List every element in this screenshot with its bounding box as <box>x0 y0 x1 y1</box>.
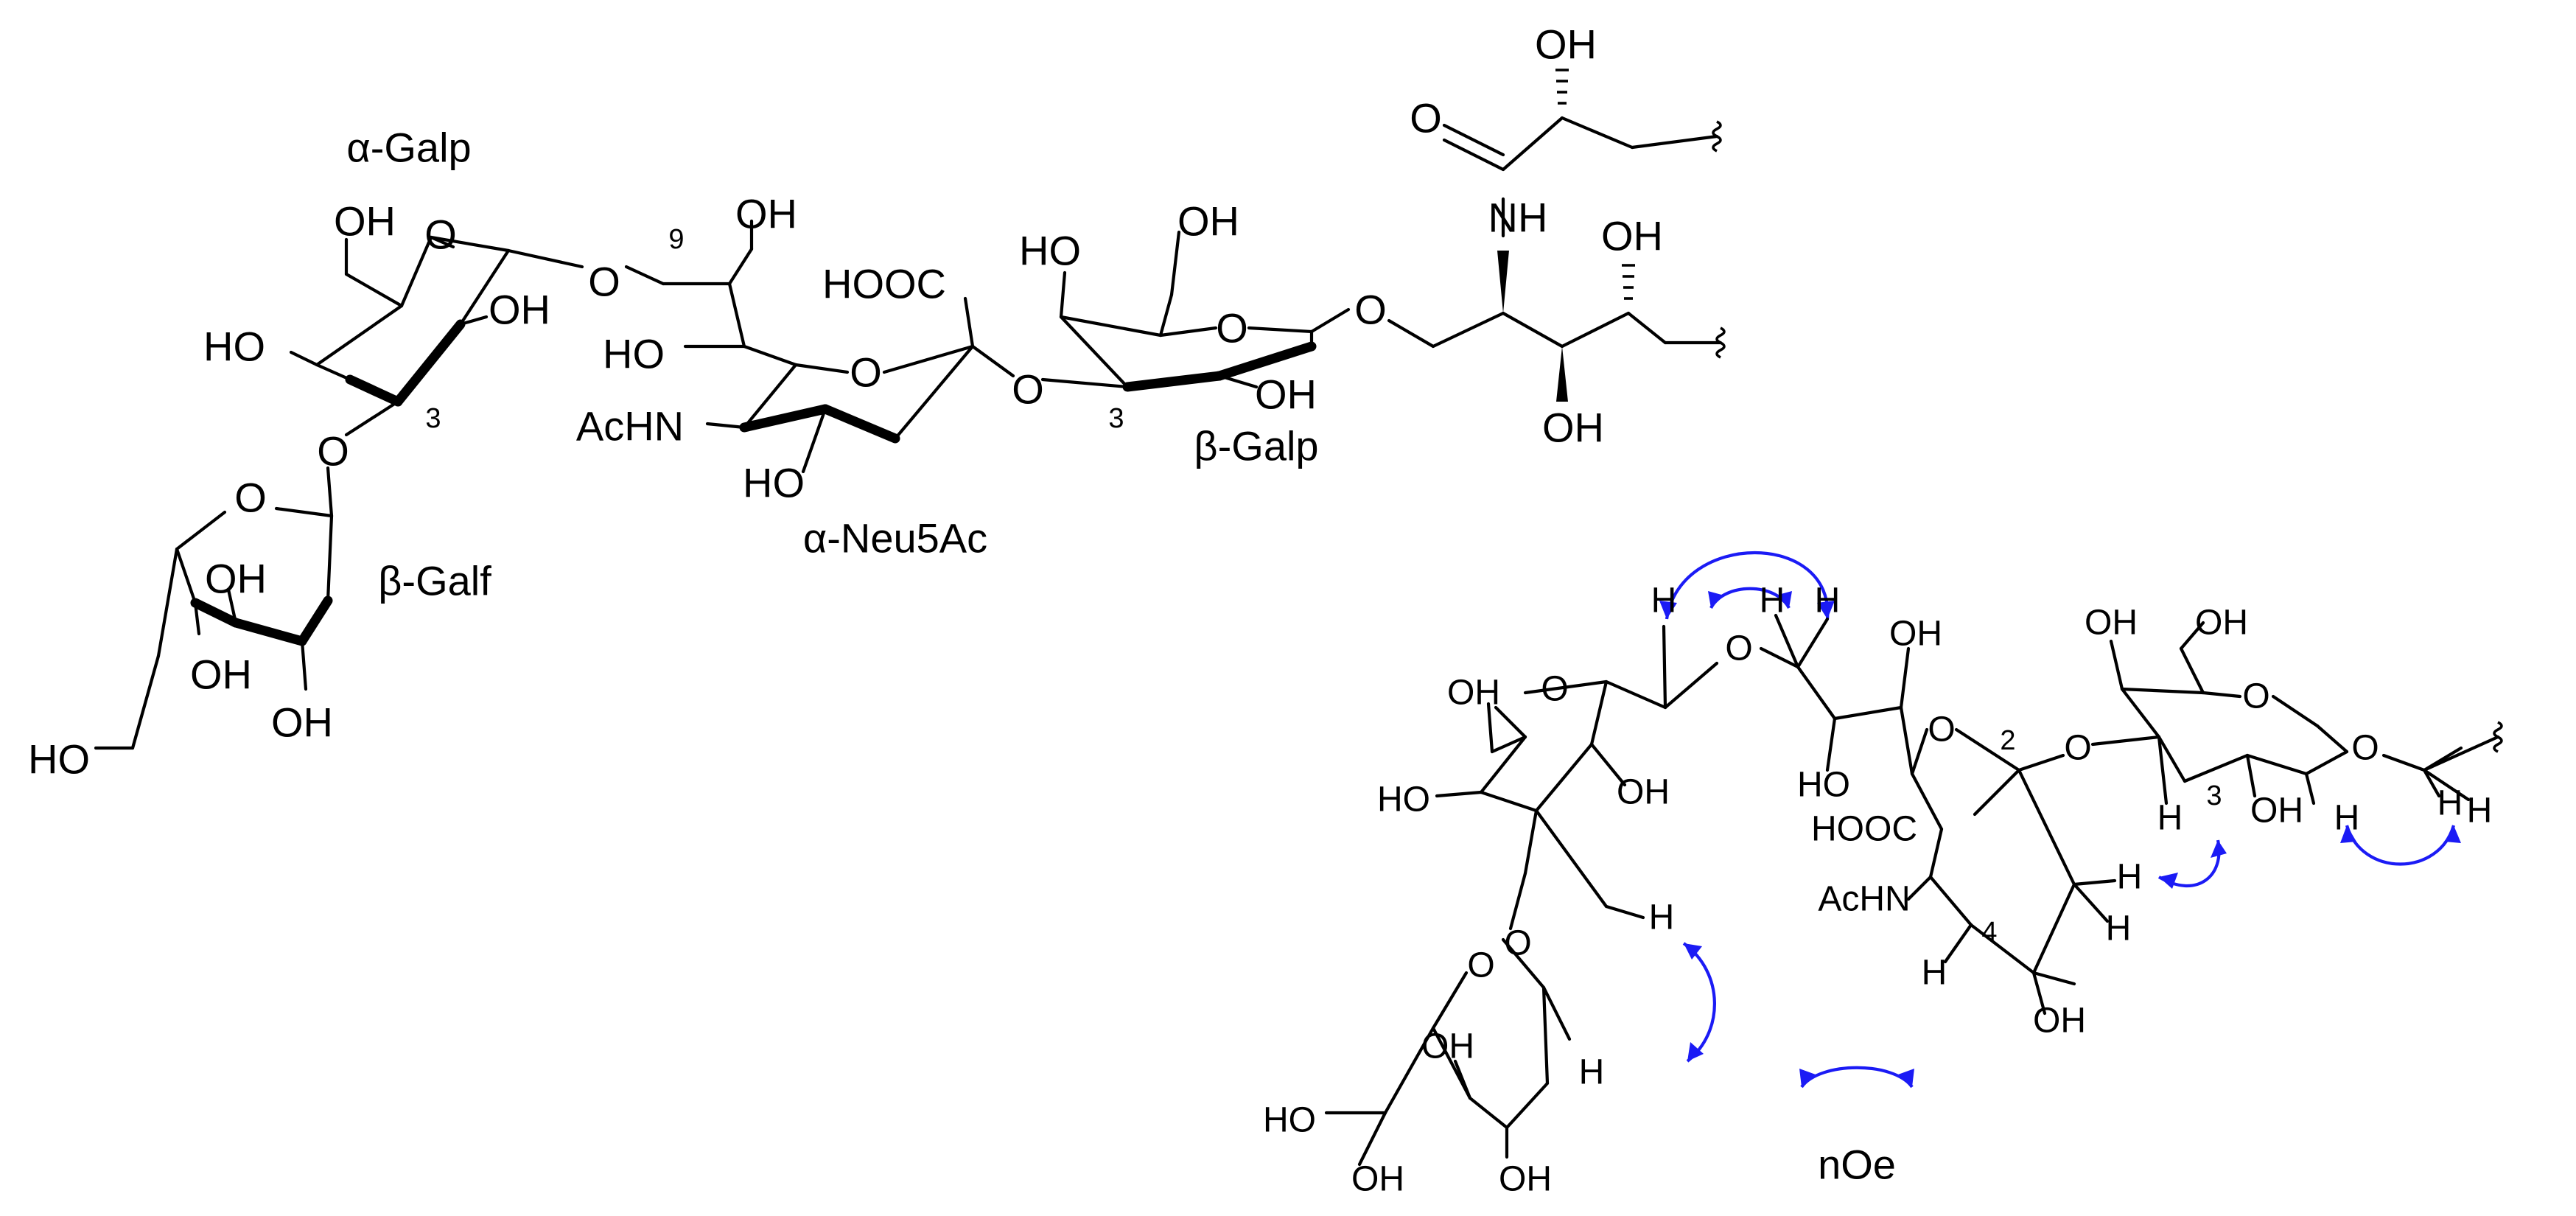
ho-label: HO <box>28 736 90 783</box>
top-structure: α-Galp β-Galf α-Neu5Ac β-Galp OH O OH HO… <box>28 21 1726 783</box>
h-label: H <box>2467 792 2493 831</box>
noe-arrow-a-f <box>1682 942 1716 1063</box>
beta-galf-label: β-Galf <box>378 558 491 604</box>
oh-label: OH <box>1421 1027 1474 1066</box>
position-3-label: 3 <box>425 403 441 434</box>
cooh-label: HOOC <box>1811 810 1917 849</box>
alpha-galp-label: α-Galp <box>346 125 471 171</box>
bottom-neu-side-chain <box>1759 613 1914 776</box>
h-label: H <box>1651 581 1677 621</box>
ho-label: HO <box>203 324 265 370</box>
ring-oxygen-label: O <box>234 475 267 521</box>
alpha-neu5ac-ring: 9 <box>624 219 1015 474</box>
h-label: H <box>2437 784 2463 823</box>
bottom-beta-galf-ring <box>1324 937 1572 1167</box>
oh-label: OH <box>1535 21 1597 68</box>
achn-label: AcHN <box>1818 880 1910 919</box>
oh-label: OH <box>205 556 267 602</box>
h-label: H <box>1579 1053 1605 1092</box>
glycosidic-oxygen-label: O <box>317 428 349 475</box>
oh-label: OH <box>2033 1002 2086 1041</box>
ring-oxygen-label: O <box>1216 305 1248 352</box>
bottom-structure: nOe OH O O OH HO O H H <box>1263 551 2503 1199</box>
noe-arrow-h1-h9 <box>1665 551 1830 620</box>
glycosidic-oxygen-label: O <box>1354 287 1387 333</box>
glycosidic-oxygen-label: O <box>588 259 620 305</box>
position-2-label: 2 <box>2000 725 2015 756</box>
ho-label: HO <box>603 331 665 377</box>
ho-label: HO <box>1797 766 1850 805</box>
nh-label: NH <box>1488 195 1548 241</box>
glycosidic-oxygen-label: O <box>1012 366 1044 413</box>
glycosidic-oxygen-label: O <box>1725 629 1752 668</box>
ring-oxygen-label: O <box>1467 946 1494 985</box>
ho-label: HO <box>1377 780 1430 820</box>
ring-oxygen-label: O <box>1541 670 1568 709</box>
carbonyl-oxygen-label: O <box>1410 95 1442 141</box>
bottom-beta-galp-ring <box>2090 621 2349 806</box>
oh-label: OH <box>271 699 333 746</box>
cooh-label: HOOC <box>822 261 946 307</box>
ho-label: HO <box>743 460 805 506</box>
oh-label: OH <box>1542 405 1604 451</box>
oh-label: OH <box>2085 604 2138 643</box>
h-label: H <box>1649 898 1675 937</box>
oh-label: OH <box>334 198 396 245</box>
oh-label: OH <box>1889 615 1942 654</box>
h-label: H <box>2106 909 2132 948</box>
beta-galf-ring <box>94 466 334 750</box>
h-label: H <box>2157 799 2183 838</box>
oh-label: OH <box>1177 198 1239 245</box>
alpha-galp-ring <box>289 235 584 437</box>
bottom-alpha-galp-ring <box>1435 624 1719 931</box>
oh-label: OH <box>1617 773 1670 812</box>
position-3-label: 3 <box>1108 403 1124 434</box>
beta-galp-label: β-Galp <box>1194 423 1318 469</box>
ho-label: HO <box>1263 1101 1316 1140</box>
noe-legend-arrow <box>1800 1066 1914 1089</box>
oh-label: OH <box>2250 792 2303 831</box>
glycosidic-oxygen-label: O <box>2351 729 2379 768</box>
ring-oxygen-label: O <box>850 349 882 396</box>
h-label: H <box>1760 581 1785 621</box>
h-label: H <box>2117 858 2143 897</box>
ring-oxygen-label: O <box>1928 710 1955 749</box>
alpha-neu5ac-label: α-Neu5Ac <box>803 515 987 562</box>
oh-label: OH <box>489 287 550 333</box>
oh-label: OH <box>190 651 252 698</box>
oh-label: OH <box>1351 1160 1404 1199</box>
noe-legend-label: nOe <box>1818 1142 1896 1188</box>
h-label: H <box>1815 581 1841 621</box>
ring-oxygen-label: O <box>2242 677 2269 716</box>
bottom-methylene <box>2381 721 2503 802</box>
h-label: H <box>2334 799 2360 838</box>
oh-label: OH <box>735 191 797 237</box>
h-label: H <box>1922 954 1947 993</box>
bottom-neu5ac-ring <box>1906 727 2117 1016</box>
oh-label: OH <box>2195 604 2248 643</box>
oh-label: OH <box>1499 1160 1552 1199</box>
position-3-label: 3 <box>2206 780 2222 811</box>
ring-oxygen-label: O <box>424 212 457 258</box>
ho-label: HO <box>1019 228 1081 274</box>
position-9-label: 9 <box>668 224 684 255</box>
noe-arrow-gal1-ch2 <box>2345 825 2456 866</box>
oh-label: OH <box>1255 371 1317 418</box>
beta-galp-ring <box>1040 230 1351 392</box>
glycosidic-oxygen-label: O <box>2064 729 2091 768</box>
position-4-label: 4 <box>1981 917 1997 948</box>
oh-label: OH <box>1447 674 1500 713</box>
achn-label: AcHN <box>576 403 684 450</box>
noe-arrows <box>1659 551 2461 1089</box>
oh-label: OH <box>1601 213 1663 259</box>
ceramide-chain <box>1387 69 1726 402</box>
